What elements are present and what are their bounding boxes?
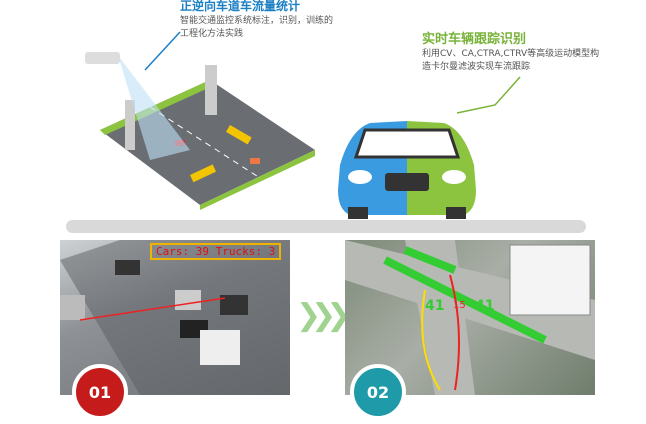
chevron-arrows-icon: ❯❯❯ (296, 298, 352, 333)
section2-title: 实时车辆跟踪识别 (422, 32, 527, 47)
vehicle-counter: Cars: 39 Trucks: 3 (150, 243, 282, 260)
track-label: 41 (475, 298, 494, 314)
camera-icon (85, 52, 120, 64)
traffic-detection-photo: Cars: 39 Trucks: 3 (60, 240, 290, 395)
detection-overlay (60, 240, 290, 395)
step-badge-01: 01 (72, 364, 128, 420)
divider-bar (66, 220, 586, 233)
tracking-data-window (509, 244, 591, 316)
track-label: 41 (425, 298, 444, 314)
section2-desc: 利用CV、CA,CTRA,CTRV等高级运动模型构造卡尔曼滤波实现车流跟踪 (422, 49, 600, 72)
highway-illustration (85, 52, 315, 210)
step-badge-02: 02 (350, 364, 406, 420)
pointer-line-blue (144, 31, 181, 71)
tracking-overlay: 41 15 41 (345, 240, 595, 395)
section1-desc: 智能交通监控系统标注，识别，训练的工程化方法实践 (180, 16, 334, 39)
section1-title: 正逆向车道车流量统计 (180, 0, 301, 13)
car-illustration (338, 121, 476, 219)
pointer-line-green (456, 76, 521, 114)
track-label: 15 (453, 300, 466, 311)
